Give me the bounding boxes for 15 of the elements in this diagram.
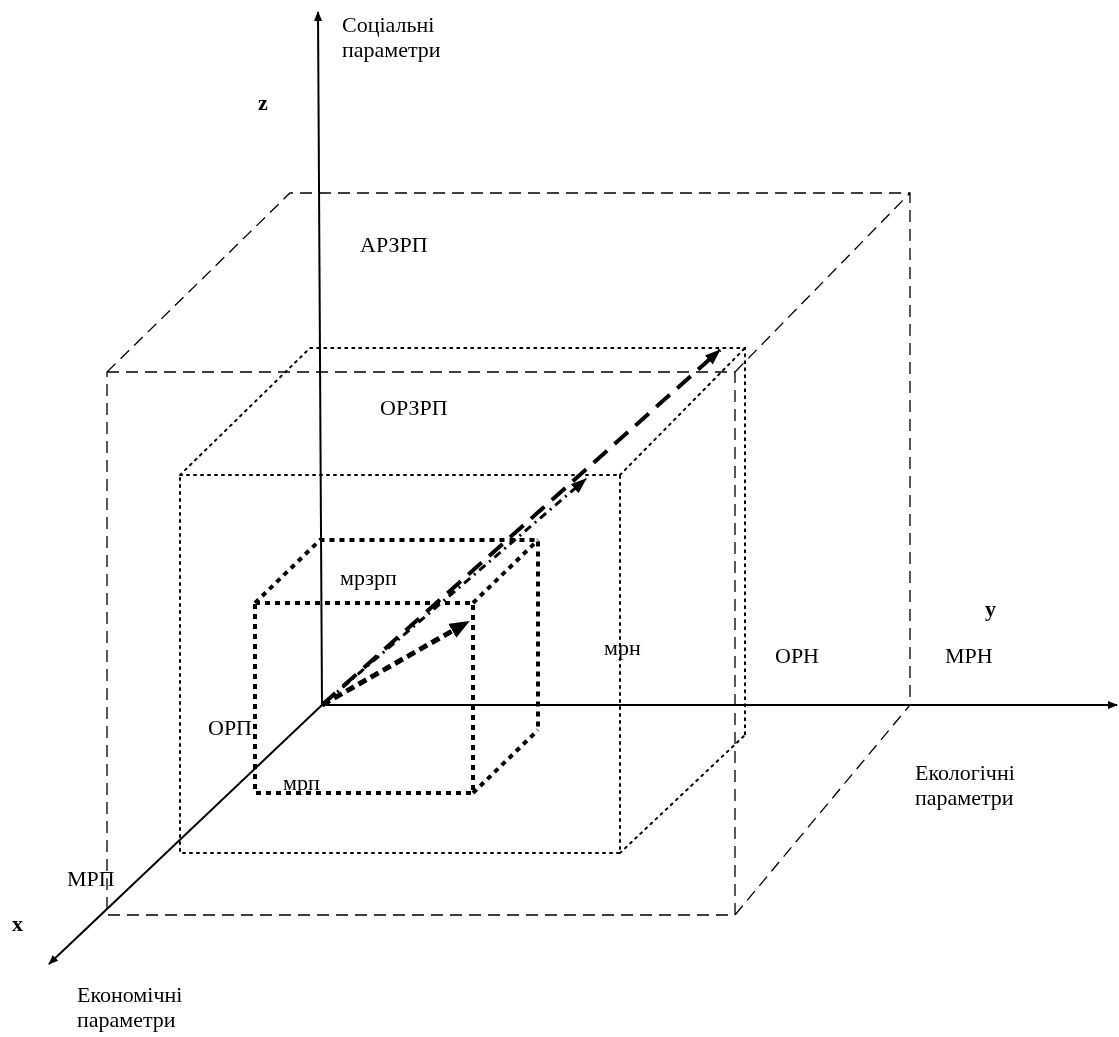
region-label: мрн [604, 635, 641, 660]
axis-label: Екологічні параметри [915, 760, 1016, 810]
axis-label: Економічні параметри [77, 982, 184, 1032]
axis-letter: y [985, 596, 996, 621]
axis-letter: x [12, 911, 23, 936]
region-label: мрп [283, 770, 320, 795]
region-label: мрзрп [340, 565, 397, 590]
region-label: ОРН [775, 643, 819, 668]
region-label: ОРП [208, 715, 252, 740]
region-label: МРН [945, 643, 993, 668]
region-label: ОРЗРП [380, 395, 448, 420]
axis-letter: z [258, 90, 268, 115]
region-label: МРП [67, 866, 115, 891]
axis-label: Соціальні параметри [342, 12, 442, 62]
region-label: АРЗРП [360, 232, 428, 257]
